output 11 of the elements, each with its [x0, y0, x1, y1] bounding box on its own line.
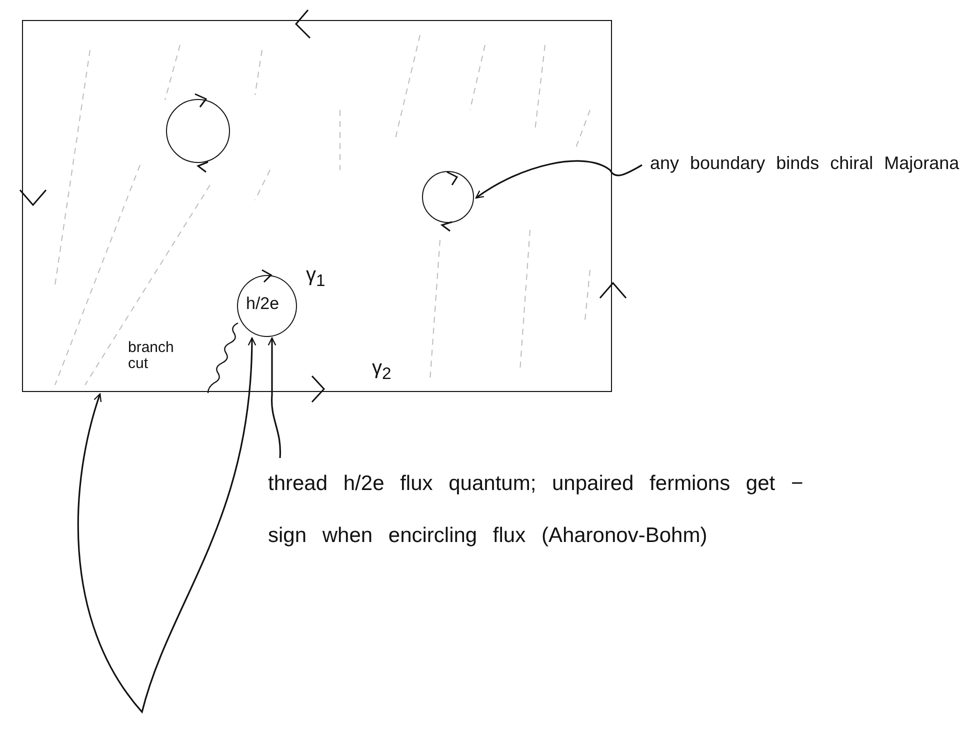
branch-cut-label: branch cut	[128, 340, 175, 372]
arrow	[475, 160, 642, 199]
arrow	[77, 337, 256, 713]
vortex-circle	[422, 171, 474, 223]
loop-label: γ$_{1}$	[306, 264, 326, 291]
loop-label: γ$_{2}$	[372, 360, 392, 382]
annotation-text: any boundary binds chiral Majorana	[642, 148, 962, 218]
flux-label: h/2e	[246, 294, 280, 314]
annotation-text: thread h/2e flux quantum; unpaired fermions get − sign when encircling flux (Aharonov-Bohm)	[268, 458, 828, 618]
arrow	[268, 337, 281, 458]
vortex-circle	[166, 99, 230, 163]
